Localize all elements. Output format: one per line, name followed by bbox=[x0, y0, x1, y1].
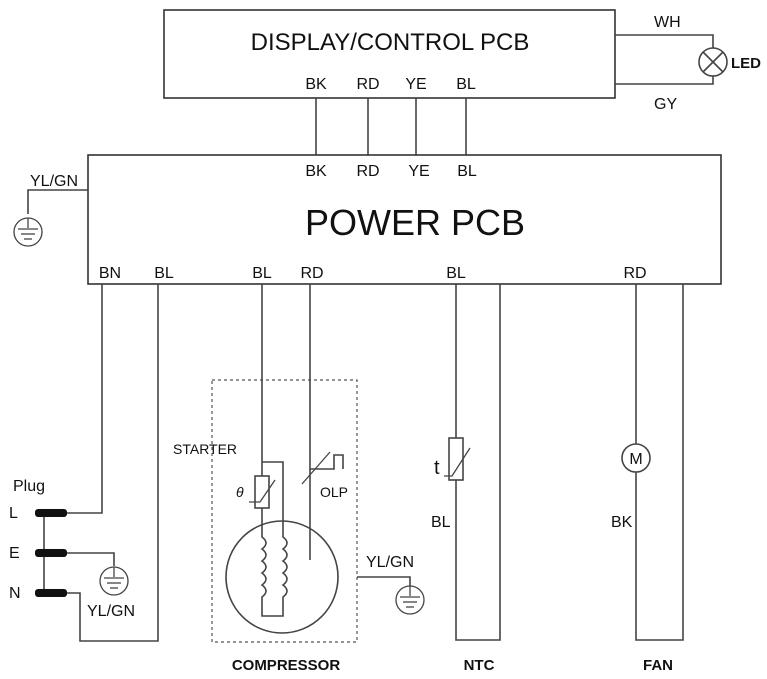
pcb-ground-label: YL/GN bbox=[30, 173, 78, 190]
power-bottom-terminal-bl-1: BL bbox=[154, 265, 174, 282]
plug: Plug L E N bbox=[9, 478, 67, 602]
power-top-terminal-bk: BK bbox=[305, 163, 327, 180]
ntc-wire-label: BL bbox=[431, 514, 451, 531]
fan: M BK FAN bbox=[611, 284, 684, 674]
power-pcb-box bbox=[87, 154, 722, 285]
mains-wiring bbox=[58, 284, 159, 642]
interconnect-wires bbox=[315, 98, 467, 155]
plug-ground-label: YL/GN bbox=[87, 603, 135, 620]
compressor-ground-wire bbox=[357, 576, 411, 586]
start-winding-icon bbox=[260, 528, 272, 617]
wire-neutral bbox=[58, 284, 159, 642]
compressor: STARTER θ OLP YL/GN COMPRESSOR bbox=[173, 284, 425, 674]
power-bottom-terminal-rd-2: RD bbox=[623, 265, 646, 282]
power-top-terminal-ye: YE bbox=[408, 163, 429, 180]
plug-label: Plug bbox=[13, 478, 45, 495]
plug-pin-n bbox=[35, 589, 67, 597]
compressor-ground-label: YL/GN bbox=[366, 554, 414, 571]
ntc-thermistor-icon bbox=[448, 437, 464, 481]
ntc-sensor: t BL NTC bbox=[431, 284, 501, 674]
wire-wh bbox=[615, 34, 714, 48]
fan-motor-symbol: M bbox=[629, 451, 642, 468]
display-terminal-rd: RD bbox=[356, 76, 379, 93]
wire-gy bbox=[615, 76, 714, 85]
olp-switch-icon bbox=[309, 284, 344, 470]
power-top-terminal-bl: BL bbox=[457, 163, 477, 180]
starter-theta-symbol: θ bbox=[236, 484, 244, 500]
led-wire-top-label: WH bbox=[654, 14, 681, 31]
power-pcb: POWER PCB BK RD YE BL BN BL BL RD BL RD bbox=[87, 154, 722, 285]
power-bottom-terminal-bl-2: BL bbox=[252, 265, 272, 282]
pcb-ground-wire bbox=[27, 189, 88, 214]
compressor-motor-icon bbox=[225, 520, 339, 634]
ntc-label: NTC bbox=[464, 657, 495, 674]
display-pcb-title: DISPLAY/CONTROL PCB bbox=[251, 29, 530, 56]
starter-label: STARTER bbox=[173, 441, 237, 457]
power-bottom-terminal-bn: BN bbox=[99, 265, 121, 282]
display-terminal-bk: BK bbox=[305, 76, 327, 93]
display-terminal-ye: YE bbox=[405, 76, 426, 93]
display-control-pcb: DISPLAY/CONTROL PCB BK RD YE BL bbox=[163, 9, 616, 99]
display-pcb-box bbox=[163, 9, 616, 99]
plug-pin-label-l: L bbox=[9, 505, 18, 522]
power-top-terminal-rd: RD bbox=[356, 163, 379, 180]
wire-earth bbox=[58, 552, 115, 566]
power-bottom-terminal-bl-3: BL bbox=[446, 265, 466, 282]
led-label: LED bbox=[731, 55, 761, 72]
power-pcb-title: POWER PCB bbox=[305, 202, 525, 243]
wire-live bbox=[58, 284, 103, 514]
fan-wire-label: BK bbox=[611, 514, 633, 531]
power-bottom-terminal-rd-1: RD bbox=[300, 265, 323, 282]
display-terminal-bl: BL bbox=[456, 76, 476, 93]
plug-pin-label-n: N bbox=[9, 585, 21, 602]
wire-starter-bypass bbox=[262, 461, 284, 528]
ntc-symbol: t bbox=[434, 457, 440, 479]
plug-ground: YL/GN bbox=[87, 566, 135, 620]
olp-label: OLP bbox=[320, 484, 348, 500]
compressor-enclosure bbox=[211, 379, 358, 643]
compressor-label: COMPRESSOR bbox=[232, 657, 341, 674]
fan-label: FAN bbox=[643, 657, 673, 674]
plug-pin-label-e: E bbox=[9, 545, 20, 562]
plug-pin-l bbox=[35, 509, 67, 517]
led-icon bbox=[698, 47, 728, 77]
led-circuit: WH GY LED bbox=[615, 14, 761, 113]
run-winding-icon bbox=[272, 528, 288, 617]
pcb-ground: YL/GN bbox=[13, 173, 88, 247]
fan-motor-icon bbox=[621, 443, 651, 473]
plug-pin-e bbox=[35, 549, 67, 557]
led-wire-bottom-label: GY bbox=[654, 96, 677, 113]
